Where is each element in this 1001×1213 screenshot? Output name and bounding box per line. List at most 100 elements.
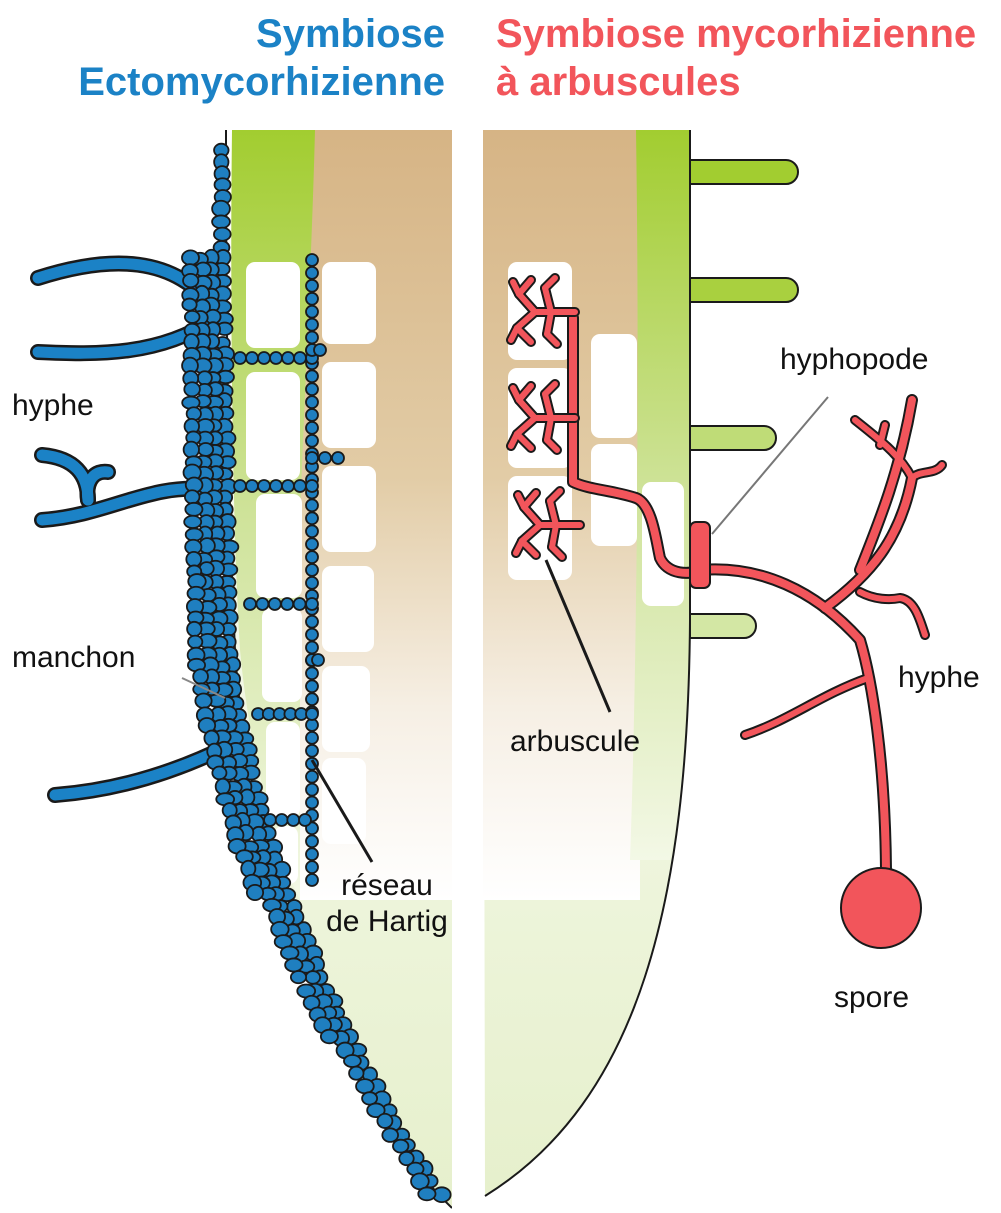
mantle-bead (377, 1114, 392, 1128)
mantle-bead (198, 371, 212, 385)
mantle-bead (234, 352, 246, 364)
mantle-bead (306, 383, 318, 395)
mantle-bead (246, 352, 258, 364)
root-hair (690, 278, 798, 302)
mantle-bead (258, 480, 270, 492)
mantle-bead (319, 452, 331, 464)
mantle-bead (382, 1128, 398, 1142)
label-hartig-line1: réseau (312, 868, 462, 904)
cell (322, 758, 366, 844)
mantle-bead (285, 958, 302, 971)
mantle-bead (184, 382, 200, 396)
mantle-bead (306, 598, 318, 610)
mantle-bead (306, 797, 318, 809)
mantle-bead (187, 622, 201, 636)
mantle-bead (306, 452, 318, 464)
mantle-bead (294, 598, 306, 610)
cell (246, 372, 300, 480)
mantle-bead (306, 577, 318, 589)
mantle-bead (193, 669, 208, 683)
mantle-bead (306, 370, 318, 382)
cell (322, 566, 374, 652)
cell (256, 494, 302, 598)
title-am: Symbiose mycorhizienne à arbuscules (496, 10, 976, 106)
mantle-bead (306, 629, 318, 641)
mantle-bead (247, 885, 263, 900)
mantle-bead (256, 598, 268, 610)
mantle-bead (186, 552, 201, 567)
label-hyphe-right: hyphe (898, 660, 980, 696)
divider (452, 120, 483, 1213)
root-hair (690, 160, 798, 184)
mantle-bead (344, 1055, 361, 1067)
arbuscule-branch (547, 418, 551, 440)
mantle-bead (184, 442, 199, 458)
mantle-bead (258, 352, 270, 364)
mantle-bead (306, 332, 318, 344)
mantle-bead (184, 516, 201, 528)
mantle-bead (244, 598, 256, 610)
mantle-bead (188, 587, 205, 600)
label-arbuscule: arbuscule (510, 724, 640, 760)
mantle-bead (306, 745, 318, 757)
title-ecto-line1: Symbiose (78, 10, 445, 58)
arbuscule-branch (547, 312, 551, 334)
mantle-bead (212, 215, 230, 228)
title-ecto: Symbiose Ectomycorhizienne (78, 10, 445, 106)
mantle-bead (349, 1067, 363, 1080)
mantle-bead (306, 280, 318, 292)
mantle-bead (306, 267, 318, 279)
arbuscule-branch (552, 525, 556, 547)
mantle-bead (306, 784, 318, 796)
mantle-bead (188, 636, 202, 648)
mantle-bead (282, 352, 294, 364)
cell (322, 466, 376, 552)
mantle-bead (185, 490, 200, 503)
cell (322, 262, 376, 344)
label-manchon: manchon (12, 640, 135, 676)
cell (262, 608, 302, 702)
mantle-bead (314, 344, 326, 356)
mantle-bead (306, 835, 318, 847)
mantle-bead (306, 306, 318, 318)
mantle-bead (306, 708, 318, 720)
cell (266, 722, 300, 818)
mantle-bead (306, 971, 320, 984)
mantle-bead (306, 480, 318, 492)
mantle-bead (269, 598, 281, 610)
mantle-bead (312, 654, 324, 666)
title-ecto-line2: Ectomycorhizienne (78, 58, 445, 106)
cell (322, 666, 370, 752)
mantle-bead (281, 946, 299, 959)
mantle-bead (195, 694, 211, 709)
mantle-bead (306, 616, 318, 628)
mantle-bead (212, 201, 230, 217)
mantle-bead (287, 814, 299, 826)
mantle-bead (306, 512, 318, 524)
mantle-bead (281, 598, 293, 610)
mantle-bead (187, 407, 201, 420)
mantle-bead (182, 250, 199, 265)
spore-icon (841, 868, 921, 948)
mantle-bead (264, 814, 276, 826)
cell (246, 262, 300, 348)
mantle-bead (418, 1188, 435, 1201)
mantle-bead (306, 499, 318, 511)
hyphopode-structure (690, 522, 710, 588)
mantle-bead (306, 435, 318, 447)
mantle-bead (306, 848, 318, 860)
mantle-bead (306, 564, 318, 576)
label-spore: spore (834, 980, 909, 1016)
root-hair (690, 426, 776, 450)
mantle-bead (306, 680, 318, 692)
label-hyphe-left: hyphe (12, 388, 94, 424)
mantle-bead (294, 352, 306, 364)
mantle-bead (306, 667, 318, 679)
mantle-bead (294, 480, 306, 492)
mantle-bead (393, 1140, 408, 1153)
label-hyphopode: hyphopode (780, 342, 928, 378)
mantle-bead (291, 971, 306, 983)
mantle-bead (306, 642, 318, 654)
mantle-bead (332, 452, 344, 464)
